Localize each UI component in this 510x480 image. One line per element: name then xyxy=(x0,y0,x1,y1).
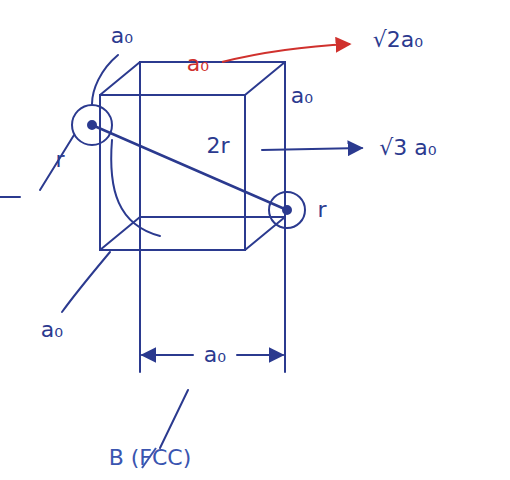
dimension-label: a₀ xyxy=(109,24,135,48)
body-diagonal xyxy=(92,125,287,210)
front-face xyxy=(100,95,245,250)
back-face xyxy=(140,62,285,217)
radius-label: r xyxy=(53,148,66,172)
radius-label: r xyxy=(315,198,328,222)
dimension-label: a₀ xyxy=(202,343,228,367)
structure-label: B (FCC) xyxy=(107,446,194,470)
dimension-label: √3 a₀ xyxy=(377,136,438,160)
dimension-label: a₀ xyxy=(39,318,65,342)
dimension-label: a₀ xyxy=(185,52,211,76)
dimension-label: a₀ xyxy=(289,84,315,108)
radius-label: 2r xyxy=(204,134,231,158)
dimension-label: √2a₀ xyxy=(371,28,425,52)
